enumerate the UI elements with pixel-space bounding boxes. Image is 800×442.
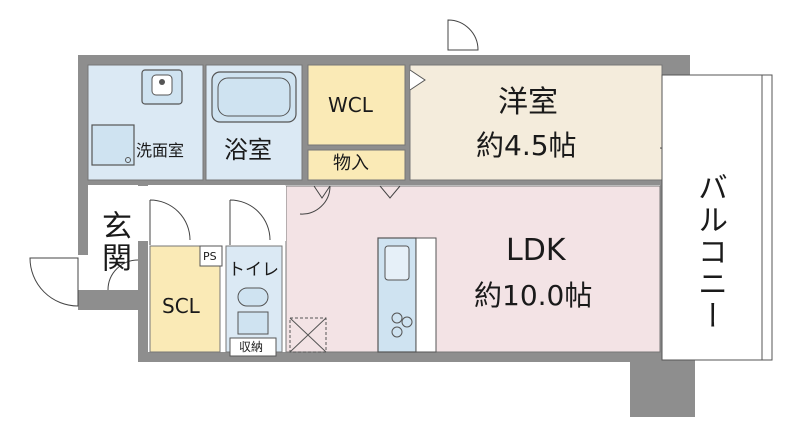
ldk-size: 約10.0帖	[474, 279, 593, 312]
ps-box	[199, 245, 223, 267]
washing-machine-pan-icon	[91, 124, 135, 166]
western-room-name: 洋室	[498, 85, 558, 120]
western-room-floor	[409, 64, 663, 181]
western-room-size: 約4.5帖	[476, 129, 577, 162]
balcony-outline	[661, 74, 773, 361]
scl-label: SCL	[162, 294, 200, 318]
entrance-label: 玄関	[96, 210, 131, 274]
ldk-name: LDK	[506, 233, 566, 268]
washroom-label: 洗面室	[136, 141, 185, 160]
storage-label: 物入	[333, 153, 369, 174]
balcony-label: バルコニー	[692, 172, 727, 332]
wcl-label: WCL	[328, 93, 373, 117]
refrigerator-space	[289, 317, 327, 353]
ldk-floor	[285, 185, 661, 353]
toilet-storage-label: 収納	[239, 340, 264, 354]
ps-label: PS	[203, 250, 217, 263]
bath-label: 浴室	[224, 136, 272, 164]
toilet-icon	[237, 287, 269, 307]
door-arcs	[29, 19, 683, 307]
wcl-floor	[307, 64, 406, 146]
toilet-label: トイレ	[228, 260, 279, 280]
storage-floor	[307, 149, 406, 181]
